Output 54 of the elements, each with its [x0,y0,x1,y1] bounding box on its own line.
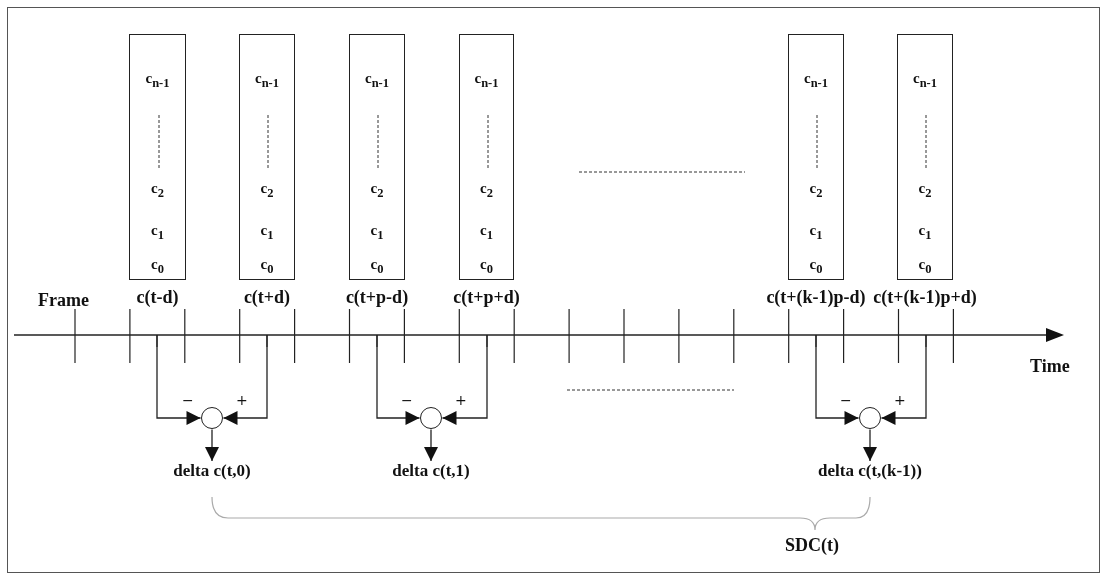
coefficient-label: c$_{2}$ [369,179,385,202]
arrow [863,428,877,462]
arrow [222,334,268,425]
coefficient-label: c$_{2}$ [808,179,824,202]
arrow [441,334,488,425]
sign-label: − [182,393,194,407]
axis-label: Time [1030,356,1070,376]
arrow [376,334,421,425]
summing-junction [201,407,223,429]
frame-label: c(t+(k-1)p-d) [766,287,866,307]
coefficient-label: c$_{0}$ [259,255,275,278]
arrow [156,334,202,425]
sign-label: − [401,393,413,407]
coefficient-label: c$_{0}$ [150,255,165,278]
coefficient-label: c$_{n-1}$ [802,69,829,92]
output-label: delta c(t,0) [173,461,251,481]
coefficient-label: c$_{1}$ [259,221,275,244]
coefficient-label: c$_{n-1}$ [363,69,390,92]
frame-label: c(t+p-d) [345,287,409,307]
arrow [424,428,438,462]
coefficient-label: c$_{2}$ [150,179,165,202]
coefficient-label: c$_{n-1}$ [253,69,280,92]
arrow [815,334,860,425]
frame-label: c(t+d) [243,287,291,307]
coefficient-label: c$_{0}$ [917,255,933,278]
coefficient-label: c$_{0}$ [808,255,824,278]
coefficient-label: c$_{2}$ [259,179,275,202]
coefficient-label: c$_{2}$ [917,179,933,202]
axis-label: Frame [38,290,89,310]
coefficient-label: c$_{1}$ [369,221,385,244]
output-label: delta c(t,1) [392,461,470,481]
frame-label: c(t-d) [136,287,179,307]
summing-junction [420,407,442,429]
sign-label: − [840,393,852,407]
frame-label: c(t+(k-1)p+d) [873,287,977,307]
coefficient-label: c$_{n-1}$ [473,69,500,92]
sign-label: + [455,393,467,407]
sign-label: + [236,393,248,407]
coefficient-label: c$_{n-1}$ [911,69,938,92]
frame-label: c(t+p+d) [453,287,520,307]
coefficient-label: c$_{1}$ [808,221,824,244]
coefficient-label: c$_{1}$ [150,221,165,244]
coefficient-label: c$_{2}$ [479,179,494,202]
summing-junction [859,407,881,429]
coefficient-label: c$_{0}$ [369,255,385,278]
axis-label: SDC(t) [785,535,839,555]
output-label: delta c(t,(k-1)) [818,461,922,481]
sign-label: + [894,393,906,407]
coefficient-label: c$_{1}$ [479,221,494,244]
coefficient-label: c$_{1}$ [917,221,933,244]
coefficient-label: c$_{0}$ [479,255,494,278]
arrow [880,334,927,425]
coefficient-label: c$_{n-1}$ [144,69,171,92]
arrow [205,428,219,462]
